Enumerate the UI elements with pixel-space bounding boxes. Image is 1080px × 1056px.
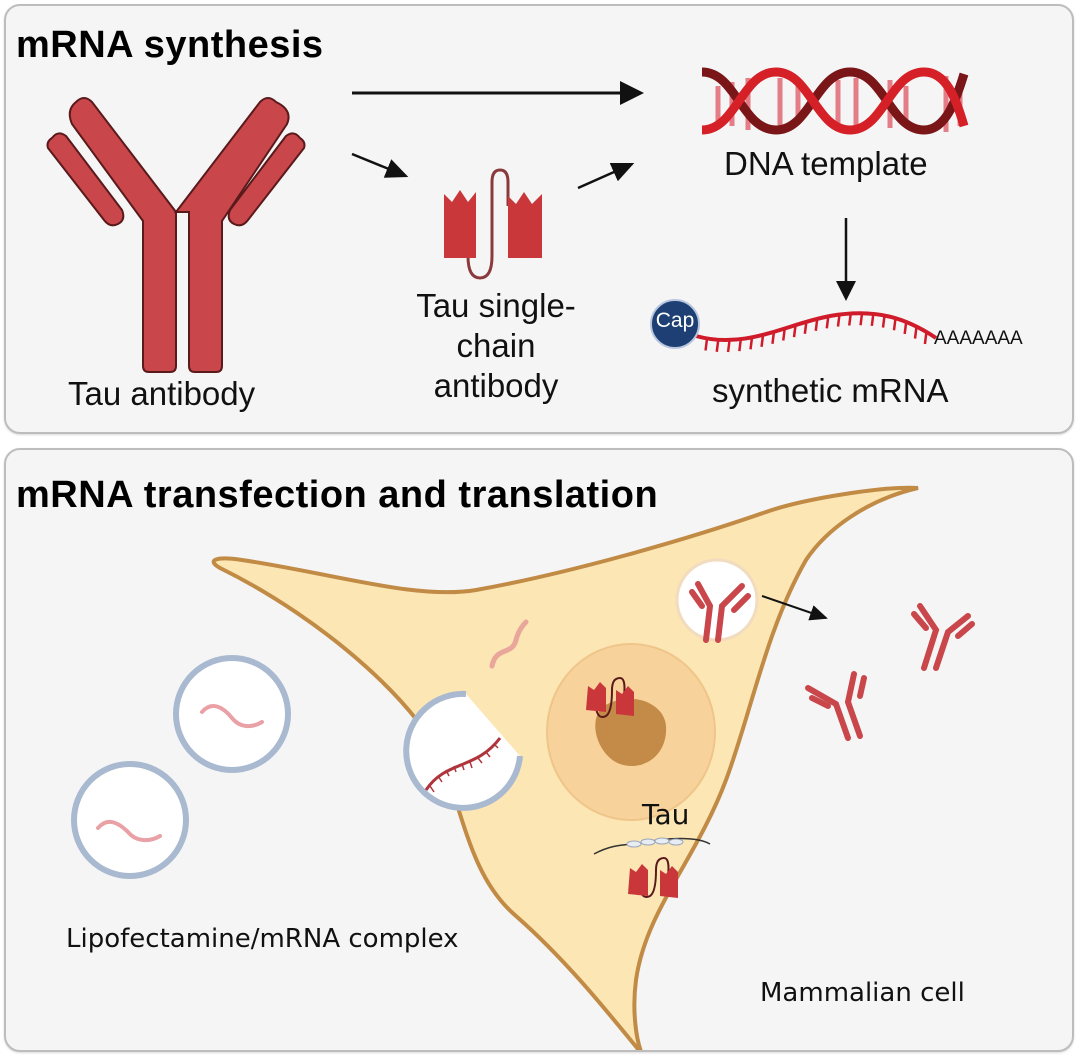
microtubule-icon bbox=[593, 837, 711, 855]
mrna-base-tick bbox=[738, 338, 743, 352]
cap-label: Cap bbox=[655, 309, 695, 332]
mrna-base-tick bbox=[836, 314, 841, 327]
lipid-vesicle-icon bbox=[173, 655, 291, 773]
mrna-base-tick bbox=[749, 337, 754, 350]
mrna-strand-icon bbox=[695, 311, 938, 353]
polya-tail-label: AAAAAAA bbox=[934, 328, 1023, 349]
transfection-translation-panel: mRNA transfection and translation bbox=[4, 448, 1074, 1052]
single-chain-antibody-icon bbox=[628, 856, 678, 898]
mrna-base-tick bbox=[881, 315, 886, 328]
transfection-artwork bbox=[71, 485, 975, 1050]
mrna-base-tick bbox=[870, 313, 875, 327]
antibody-icon bbox=[46, 97, 306, 373]
tau-antibody-label: Tau antibody bbox=[68, 375, 256, 412]
mammalian-cell-label: Mammalian cell bbox=[760, 978, 965, 1008]
cap-icon bbox=[650, 299, 700, 349]
antibody-icon bbox=[805, 671, 867, 741]
mrna-base-tick bbox=[892, 318, 897, 331]
antibody-icon bbox=[911, 603, 975, 671]
antibody-icon bbox=[689, 581, 751, 643]
mrna-base-tick bbox=[803, 321, 808, 334]
single-chain-antibody-icon bbox=[586, 676, 634, 718]
lipid-vesicle-icon bbox=[71, 761, 189, 879]
mrna-base-tick bbox=[814, 318, 819, 331]
mrna-base-tick bbox=[903, 321, 908, 335]
mrna-base-tick bbox=[771, 331, 776, 344]
arrow-icon bbox=[761, 595, 828, 621]
single-chain-antibody-label-line1: Tau single- bbox=[416, 287, 576, 324]
mrna-base-tick bbox=[923, 331, 928, 345]
arrow-icon bbox=[351, 152, 409, 178]
mrna-base-tick bbox=[715, 339, 720, 352]
mrna-base-tick bbox=[782, 328, 786, 341]
mrna-base-tick bbox=[760, 334, 765, 347]
mrna-base-tick bbox=[792, 324, 797, 338]
single-chain-antibody-label-line3: antibody bbox=[433, 367, 559, 404]
arrow-icon bbox=[577, 162, 635, 190]
mrna-synthesis-panel: mRNA synthesis bbox=[4, 4, 1074, 434]
dna-helix-icon bbox=[701, 67, 969, 135]
single-chain-antibody-label-line2: chain bbox=[456, 327, 536, 364]
mrna-base-tick bbox=[859, 313, 864, 326]
panel-title: mRNA transfection and translation bbox=[16, 474, 659, 516]
mrna-base-tick bbox=[726, 339, 731, 353]
mrna-base-tick bbox=[704, 338, 709, 351]
lipid-vesicle-icon bbox=[403, 690, 523, 811]
mrna-base-tick bbox=[847, 313, 852, 326]
mrna-strand-icon bbox=[489, 619, 529, 669]
mrna-base-tick bbox=[825, 316, 830, 329]
dna-template-label: DNA template bbox=[724, 145, 928, 182]
synthetic-mrna-label: synthetic mRNA bbox=[712, 372, 949, 409]
single-chain-antibody-icon bbox=[444, 168, 542, 280]
nucleus-icon bbox=[546, 643, 716, 821]
panel-title: mRNA synthesis bbox=[16, 24, 324, 66]
lipofectamine-complex-label: Lipofectamine/mRNA complex bbox=[66, 924, 459, 954]
tau-label: Tau bbox=[642, 798, 690, 831]
mrna-base-tick bbox=[913, 326, 918, 339]
synthesis-artwork bbox=[46, 67, 969, 373]
